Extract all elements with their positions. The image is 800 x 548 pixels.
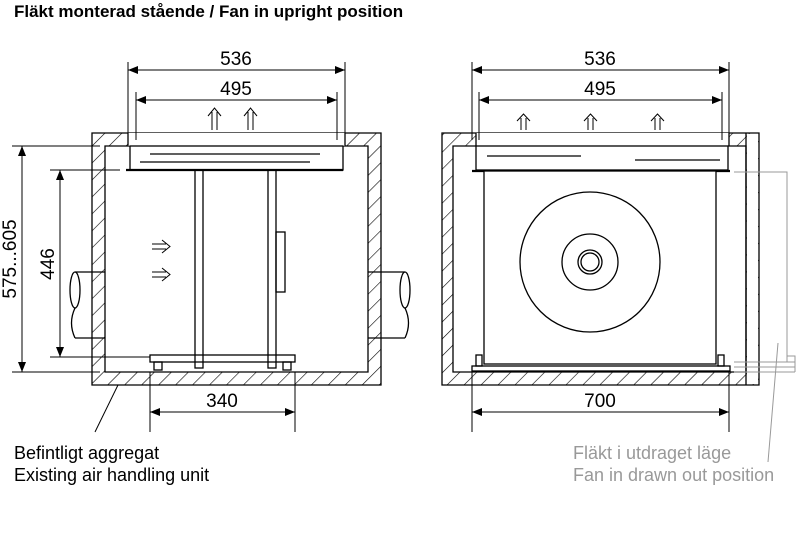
dim-495-left: 495 <box>220 79 252 100</box>
fan-body-right <box>267 169 277 369</box>
dim-340: 340 <box>206 391 238 412</box>
airflow-arrows-right <box>516 113 665 130</box>
duct-left <box>75 271 105 339</box>
duct-right <box>368 271 405 339</box>
fan-inlet-ring <box>129 145 344 171</box>
airflow-arrows <box>152 107 258 282</box>
caption-drawn-out-en: Fan in drawn out position <box>573 465 774 485</box>
dim-495-right: 495 <box>584 79 616 100</box>
right-view <box>441 62 796 463</box>
fan-hub <box>561 233 619 291</box>
dimension-lines-right <box>471 62 730 432</box>
dim-536-left: 536 <box>220 49 252 70</box>
caption-drawn-out-sv: Fläkt i utdraget läge <box>573 443 731 463</box>
fan-impeller <box>519 191 661 333</box>
dim-536-right: 536 <box>584 49 616 70</box>
fan-inlet-ring-right <box>475 145 729 171</box>
fan-handle <box>275 231 286 293</box>
fan-base <box>149 354 296 363</box>
drawn-out-position-outline <box>734 171 796 463</box>
dim-575-605: 575...605 <box>0 219 21 298</box>
caption-existing-unit-en: Existing air handling unit <box>14 465 209 485</box>
dim-446: 446 <box>38 248 59 280</box>
fan-body-left <box>194 169 204 369</box>
caption-existing-unit-sv: Befintligt aggregat <box>14 443 159 463</box>
page-title: Fläkt monterad stående / Fan in upright … <box>14 2 403 21</box>
fan-shaft <box>577 249 603 275</box>
dim-700: 700 <box>584 391 616 412</box>
dimension-lines <box>12 62 346 433</box>
left-view <box>12 62 411 433</box>
fan-base-right <box>471 365 731 372</box>
